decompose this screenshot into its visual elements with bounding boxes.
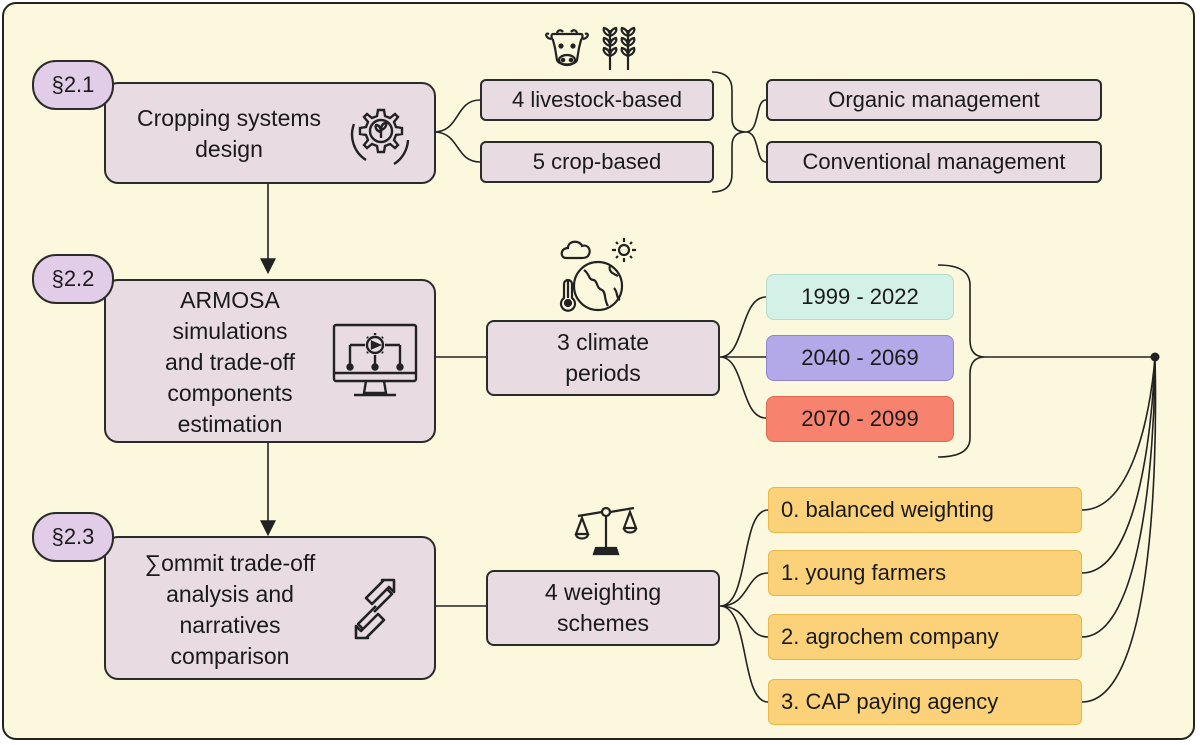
cow-icon	[545, 29, 589, 67]
scheme-young-farmers: 1. young farmers	[768, 550, 1082, 596]
section-2-2-line-1: ARMOSA	[180, 287, 280, 313]
branch-systems	[433, 99, 481, 163]
section-2-3-line-2: analysis and	[166, 581, 294, 607]
system-crop: 5 crop-based	[480, 141, 714, 183]
scheme-balanced: 0. balanced weighting	[768, 487, 1082, 533]
weighting-line-2: schemes	[556, 610, 650, 636]
climate-globe-icon	[559, 238, 636, 312]
section-2-3-box: ∑ommit trade-off analysis and narratives…	[104, 536, 436, 680]
section-2-1-line-1: Cropping systems	[136, 105, 322, 131]
section-2-2-line-3: and trade-off	[164, 349, 295, 375]
balance-scale-icon	[574, 506, 638, 556]
period-2070-2099: 2070 - 2099	[766, 396, 954, 442]
brace-systems	[711, 71, 747, 193]
branch-schemes	[719, 509, 769, 703]
feedback-1	[1081, 356, 1156, 574]
section-2-3-line-1: ∑ommit trade-off	[144, 550, 316, 576]
computer-network-gear-icon	[332, 323, 418, 397]
management-organic: Organic management	[766, 79, 1102, 121]
section-2-2-box: ARMOSA simulations and trade-off compone…	[104, 279, 436, 443]
section-2-1-line-2: design	[195, 136, 263, 162]
gear-sprout-icon	[350, 108, 410, 166]
scheme-cap-agency: 3. CAP paying agency	[768, 679, 1082, 725]
section-2-3-line-3: narratives	[179, 612, 281, 638]
feedback-3	[1081, 356, 1157, 703]
period-1999-2022: 1999 - 2022	[766, 274, 954, 320]
section-badge-2-1: §2.1	[32, 60, 114, 110]
section-2-2-line-5: estimation	[177, 411, 283, 437]
management-conventional: Conventional management	[766, 141, 1102, 183]
section-badge-2-2: §2.2	[32, 254, 114, 304]
branch-periods	[719, 296, 767, 419]
branch-management	[745, 99, 767, 163]
feedback-2	[1081, 356, 1156, 638]
junction-node	[1150, 352, 1160, 362]
climate-periods-box: 3 climate periods	[486, 320, 720, 396]
system-livestock: 4 livestock-based	[480, 79, 714, 121]
weighting-schemes-box: 4 weighting schemes	[486, 570, 720, 646]
period-2040-2069: 2040 - 2069	[766, 335, 954, 381]
section-2-1-box: Cropping systems design	[104, 82, 436, 184]
weighting-line-1: 4 weighting	[544, 579, 662, 605]
section-2-3-line-4: comparison	[170, 643, 290, 669]
section-2-2-line-2: simulations	[172, 318, 288, 344]
climate-line-2: periods	[565, 360, 641, 386]
section-2-2-line-4: components	[167, 380, 293, 406]
scheme-agrochem: 2. agrochem company	[768, 614, 1082, 660]
section-badge-2-3: §2.3	[32, 512, 114, 562]
climate-line-1: 3 climate	[556, 329, 650, 355]
feedback-0	[1081, 356, 1156, 511]
wheat-icon	[602, 26, 636, 70]
exchange-arrows-icon	[354, 578, 396, 640]
